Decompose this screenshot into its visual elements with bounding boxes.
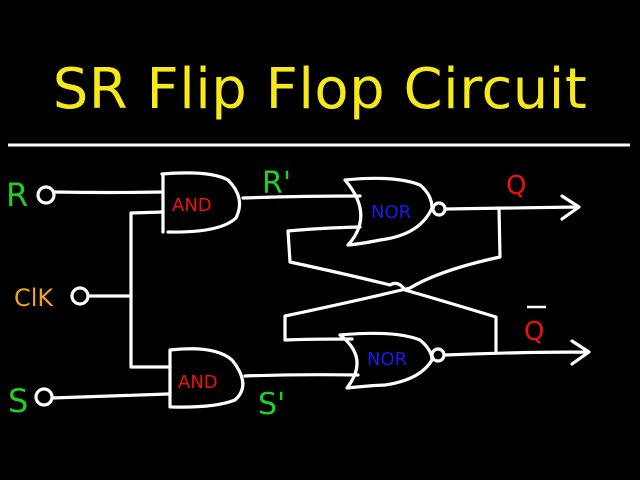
wire-s-to-and [50, 392, 170, 400]
r-input-label: R [6, 176, 28, 214]
nor-gate-top [343, 176, 434, 247]
wire-feedback-q [283, 206, 502, 342]
wire-s-prime-to-nor [243, 373, 360, 378]
r-prime-label: R' [262, 166, 291, 201]
wire-qbar-output [443, 339, 591, 366]
clk-input-terminal [70, 286, 90, 306]
nor-top-bubble [431, 201, 447, 217]
s-prime-label: S' [258, 387, 285, 422]
and-gate-top [160, 171, 242, 234]
wire-q-output [443, 194, 581, 221]
nor-gate-bottom [338, 331, 434, 390]
and-gate-bottom [168, 347, 245, 409]
nor-top-label: NOR [371, 202, 411, 223]
s-input-terminal [34, 387, 54, 407]
and-bottom-label: AND [178, 372, 218, 393]
q-bar-output-label: Q [524, 317, 544, 347]
wire-clk-bus [86, 210, 172, 369]
clk-input-label: ClK [14, 284, 54, 312]
s-input-label: S [8, 382, 28, 420]
wire-feedback-qbar [286, 225, 498, 353]
nor-bottom-label: NOR [367, 349, 407, 370]
r-input-terminal [36, 185, 56, 205]
wire-r-prime-to-nor [241, 194, 362, 200]
wire-r-to-and [52, 190, 165, 195]
q-output-label: Q [506, 171, 526, 201]
nor-bottom-bubble [430, 347, 446, 363]
and-top-label: AND [172, 195, 212, 216]
diagram-title: SR Flip Flop Circuit [52, 57, 588, 122]
